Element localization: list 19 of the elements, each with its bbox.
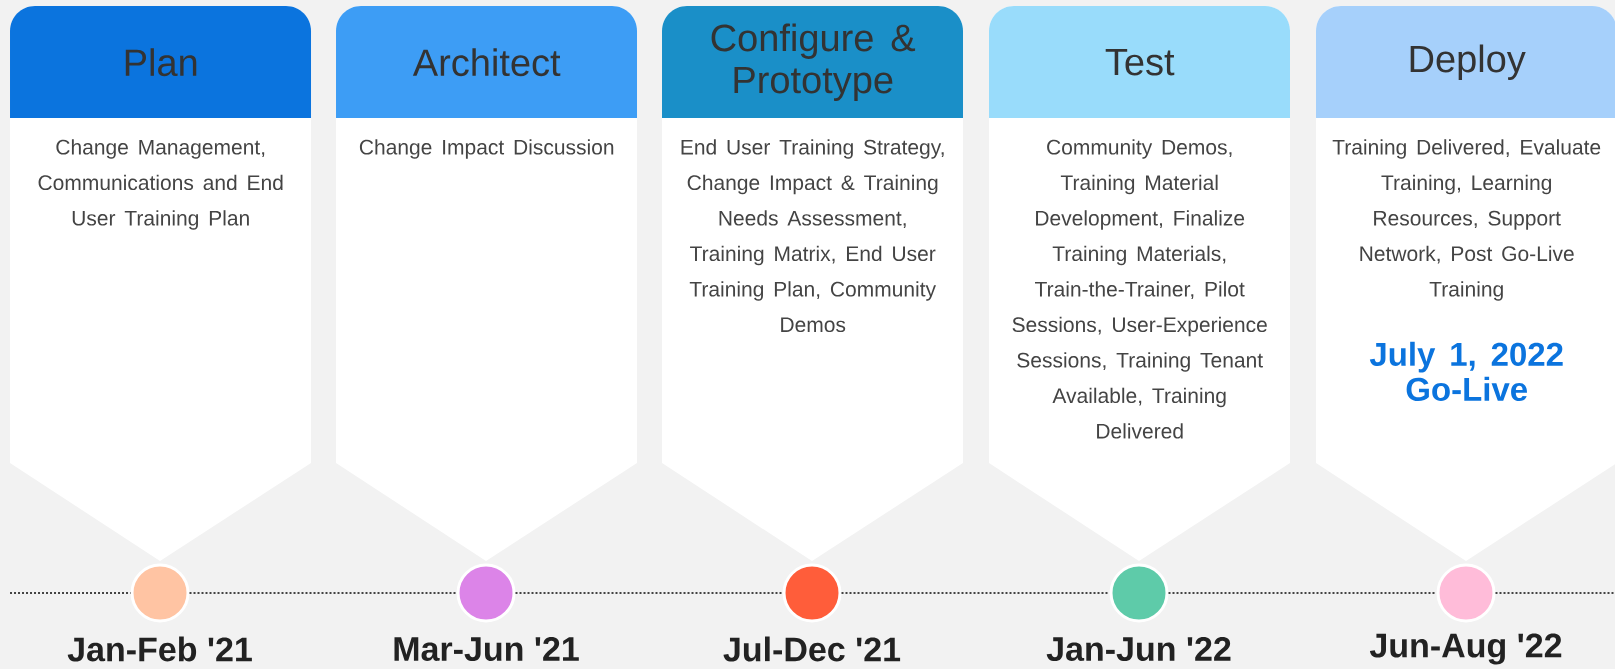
date-label: Mar-Jun '21 [394,636,579,662]
timeline-line [840,592,1111,594]
date-label: Jul-Dec '21 [723,636,901,662]
phase-card: Configure & Prototype End User Training Strategy, Change Impact & Training Needs Assessment, Training Matrix, End User Training Plan, Community Demos [662,6,963,561]
date-label: Jan-Feb '21 [67,636,252,662]
timeline-dot [782,563,842,623]
phase-card: Test Community Demos, Training Material Development, Finalize Training Materials, Train-the-Trainer, Pilot Sessions, User-Experience Sessions, Training Tenant Available, Training Delivered [989,6,1290,561]
timeline-dot [130,563,190,623]
timeline-line [514,592,784,594]
phase-card: Plan Change Management, Communications and End User Training Plan [10,6,311,561]
timeline-line [1167,592,1438,594]
timeline-dot [1436,563,1496,623]
date-label: Jun-Aug '22 [1369,633,1562,665]
timeline-dot [1109,563,1169,623]
phase-card: Architect Change Impact Discussion [336,6,637,561]
phase-card: Deploy Training Delivered, Evaluate Training, Learning Resources, Support Network, Post Go-Live Training July 1, 2022 Go-Live [1316,6,1615,561]
date-label: Jan-Jun '22 [1046,636,1231,662]
timeline-line [188,592,458,594]
timeline-dot [456,563,516,623]
